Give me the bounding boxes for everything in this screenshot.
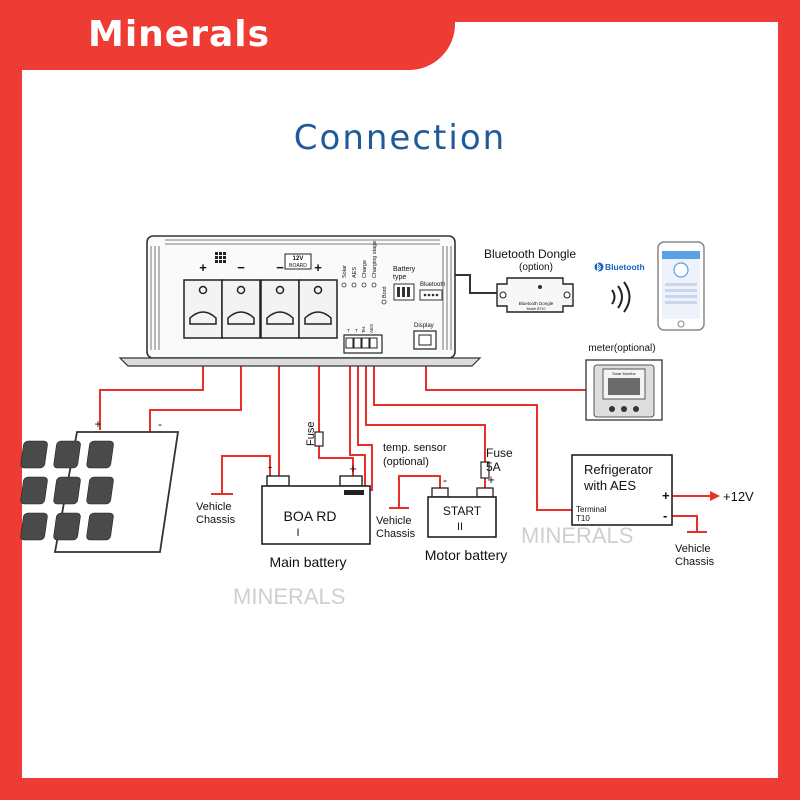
main-battery-roman: I [296, 527, 299, 539]
indicator-charging-stage: Charging stage [372, 241, 378, 278]
wire-motor-chassis [398, 475, 441, 508]
indicator-solar: Solar [342, 265, 348, 278]
bluetooth-logo: Bluetooth [594, 262, 645, 272]
page-title: Connection [293, 118, 507, 158]
chassis-motor-1: Vehicle [376, 515, 411, 527]
bluetooth-dongle: Bluetooth Dongle (option) Bluetooth Dong… [484, 247, 576, 313]
svg-text:Bluetooth Dongle: Bluetooth Dongle [519, 301, 554, 306]
cooling-fins [150, 239, 452, 350]
fridge-plus: + [662, 488, 670, 503]
battery-type-label-1: Battery [393, 266, 416, 273]
solar-plus-mark: + [199, 260, 207, 275]
fuse-2-label: Fuse [486, 446, 513, 460]
svg-text:T: T [347, 328, 350, 333]
badge-board: BOARD [289, 263, 307, 269]
fuse-1-label: Fuse [305, 422, 317, 446]
indicator-bord: Bord [382, 286, 388, 298]
main-battery-name: BOA RD [284, 508, 337, 524]
wire-aes [373, 352, 572, 511]
badge-12v: 12V [293, 256, 304, 262]
wireless-signal-icon [611, 281, 631, 313]
solar-panel: + - [20, 417, 180, 553]
brand-header [0, 0, 455, 70]
motor-battery-minus: - [443, 473, 447, 487]
wire-temp-sensor-a [349, 352, 366, 490]
main-battery-plus: + [349, 461, 357, 476]
fuse-2: Fuse 5A [480, 446, 513, 479]
dongle-label: Bluetooth Dongle [484, 247, 576, 261]
chassis-main-1: Vehicle [196, 501, 231, 513]
fridge-minus: - [663, 508, 667, 523]
battery-minus-mark: − [276, 260, 284, 275]
wire-fridge-chassis [672, 515, 698, 532]
temp-sensor-label: temp. sensor [383, 442, 447, 454]
fridge-subtitle: with AES [583, 478, 636, 493]
battery-type-label-2: type [393, 274, 406, 281]
chassis-fridge-2: Chassis [675, 556, 715, 568]
brand-logo: Minerals [88, 14, 271, 55]
svg-text:Model BT10: Model BT10 [527, 307, 546, 311]
svg-text:T: T [355, 328, 358, 333]
dongle-label-option: (option) [519, 262, 553, 273]
watermark: MINERALS [521, 523, 633, 548]
indicator-labels: Solar AES Charge Charging stage Bord [342, 241, 388, 298]
panel-minus: - [158, 417, 162, 431]
indicator-charge: Charge [362, 260, 368, 278]
power-terminals [183, 279, 338, 339]
display-port-label: Display [414, 323, 434, 329]
meter-label: meter(optional) [588, 343, 655, 354]
motor-battery-plus: + [487, 472, 495, 487]
motor-battery-roman: II [457, 521, 463, 533]
fridge-supply-label: +12V [723, 489, 754, 504]
fuse-1: Fuse [305, 422, 324, 447]
indicator-leds [341, 282, 387, 305]
solar-minus-mark: − [237, 260, 245, 275]
wire-solar-negative [149, 338, 242, 436]
bluetooth-logo-text: Bluetooth [605, 262, 645, 272]
fridge-title: Refrigerator [584, 462, 653, 477]
motor-battery-caption: Motor battery [425, 547, 507, 563]
wire-battery-positive-b [318, 446, 354, 476]
wiring [99, 274, 720, 533]
main-battery-caption: Main battery [269, 554, 346, 570]
wire-motor-battery [365, 352, 486, 462]
dongle-cable [455, 274, 503, 294]
svg-text:Solar Monitor: Solar Monitor [612, 371, 636, 376]
bluetooth-port [419, 289, 443, 301]
svg-text:Ter.: Ter. [361, 326, 366, 333]
motor-battery: - + START II Motor battery [425, 472, 507, 563]
fuse-2-rating: 5A [486, 460, 501, 474]
wire-main-chassis [221, 455, 271, 494]
remote-meter: meter(optional) Solar Monitor [585, 343, 663, 421]
solar-panel-icon [215, 252, 226, 263]
fridge-terminal: Terminal [576, 505, 606, 514]
fridge-terminal-id: T10 [576, 514, 590, 523]
motor-battery-name: START [443, 504, 482, 518]
bluetooth-port-label: Bluetooth [420, 282, 445, 288]
refrigerator: Refrigerator with AES Terminal T10 + - [571, 454, 673, 526]
chassis-motor-2: Chassis [376, 528, 416, 540]
panel-plus: + [94, 417, 101, 431]
indicator-aes: AES [352, 267, 358, 278]
temp-sensor-option: (optional) [383, 456, 429, 468]
watermark: MINERALS [233, 584, 345, 609]
svg-text:AES: AES [369, 324, 374, 333]
smartphone-icon [657, 241, 705, 331]
chassis-main-2: Chassis [196, 514, 236, 526]
battery-badge-icon: 12V BOARD [284, 253, 312, 270]
signal-terminal-strip: T T Ter. AES [343, 324, 383, 354]
main-battery-minus: - [268, 459, 272, 474]
battery-plus-mark: + [314, 260, 322, 275]
charge-controller: + − − + 12V BOARD Solar AES Charge Charg… [118, 235, 482, 367]
main-battery: - + BOA RD I Main battery [261, 459, 371, 570]
chassis-fridge-1: Vehicle [675, 543, 710, 555]
